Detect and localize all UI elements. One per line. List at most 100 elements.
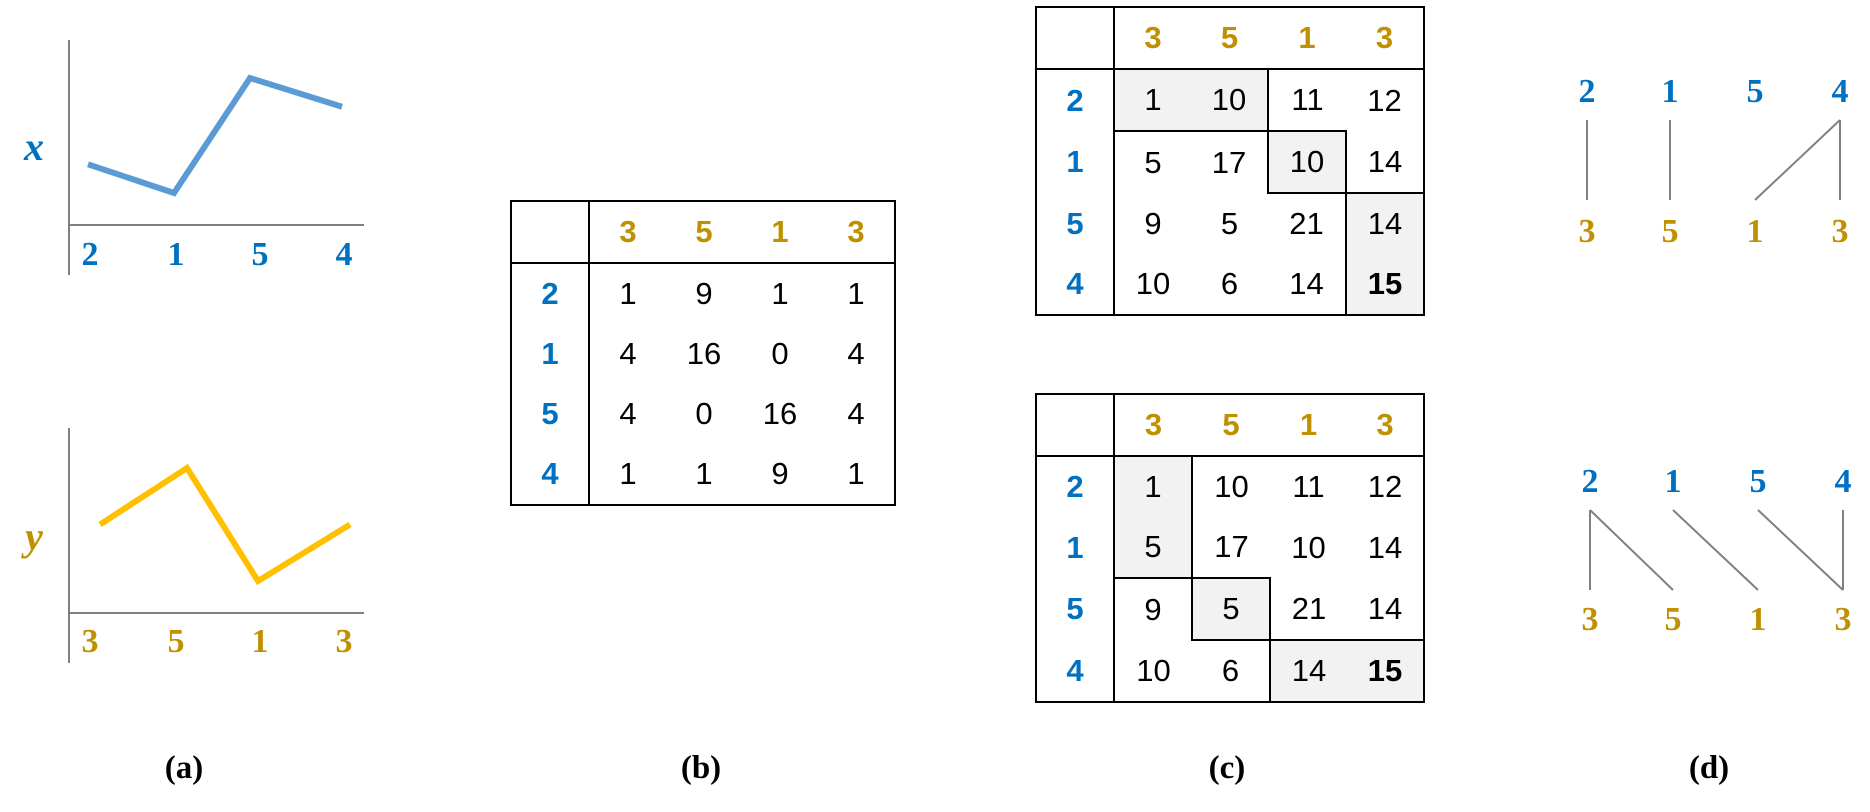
tick-label-y: 3 bbox=[336, 623, 353, 660]
matrix-cell: 4 bbox=[619, 336, 637, 371]
series-label-y: y bbox=[21, 514, 43, 559]
matrix-cell: 1 bbox=[1114, 69, 1191, 132]
alignment-link bbox=[1754, 119, 1841, 201]
row-header: 5 bbox=[1036, 578, 1115, 640]
column-header: 3 bbox=[818, 201, 895, 264]
column-header: 3 bbox=[589, 201, 666, 264]
row-header: 2 bbox=[1036, 456, 1115, 517]
matrix-cell: 1 bbox=[847, 276, 865, 311]
seq-y-label: 3 bbox=[1835, 601, 1852, 638]
matrix-cell: 14 bbox=[1367, 529, 1403, 565]
row-header: 5 bbox=[1036, 193, 1115, 254]
corner-cell bbox=[511, 201, 590, 264]
alignment-link bbox=[1672, 509, 1759, 591]
row-header: 4 bbox=[1036, 640, 1115, 702]
column-header: 1 bbox=[1268, 7, 1346, 70]
series-line-x bbox=[87, 74, 343, 197]
matrix-cell: 14 bbox=[1269, 639, 1347, 702]
tick-label-y: 1 bbox=[252, 623, 269, 660]
tick-label-x: 1 bbox=[168, 236, 185, 273]
row-header: 1 bbox=[1036, 517, 1115, 578]
caption-c: (c) bbox=[1208, 750, 1246, 786]
column-header: 3 bbox=[1346, 7, 1424, 70]
matrix-cell: 14 bbox=[1367, 590, 1403, 626]
row-header: 1 bbox=[1036, 131, 1115, 193]
row-header: 4 bbox=[511, 444, 590, 505]
seq-x-label: 5 bbox=[1747, 73, 1764, 110]
matrix-cell: 9 bbox=[695, 276, 713, 311]
caption-a: (a) bbox=[164, 750, 204, 786]
matrix-cell: 10 bbox=[1291, 529, 1326, 565]
matrix-cell: 14 bbox=[1289, 266, 1324, 301]
corner-cell bbox=[1036, 394, 1115, 457]
matrix-cell: 14 bbox=[1345, 192, 1424, 254]
row-header: 4 bbox=[1036, 254, 1115, 315]
matrix-cell: 4 bbox=[847, 336, 865, 371]
matrix-cell: 15 bbox=[1347, 639, 1424, 702]
seq-x-label: 1 bbox=[1662, 73, 1679, 110]
seq-y-label: 3 bbox=[1579, 213, 1596, 250]
matrix-cell: 10 bbox=[1267, 130, 1347, 194]
seq-x-label: 2 bbox=[1582, 463, 1599, 500]
matrix-cell: 5 bbox=[1191, 577, 1271, 641]
alignment-link bbox=[1757, 509, 1844, 591]
matrix-cell: 9 bbox=[771, 456, 789, 491]
seq-x-label: 1 bbox=[1665, 463, 1682, 500]
series-line-y bbox=[98, 463, 352, 586]
matrix-cell: 11 bbox=[1291, 82, 1324, 117]
matrix-cell: 9 bbox=[1144, 591, 1162, 627]
matrix-cell: 1 bbox=[771, 276, 789, 311]
matrix-cell: 17 bbox=[1214, 529, 1249, 564]
row-header: 2 bbox=[511, 263, 590, 324]
column-header: 3 bbox=[1114, 394, 1192, 457]
column-header: 3 bbox=[1114, 7, 1191, 70]
matrix-cell: 0 bbox=[771, 336, 789, 371]
caption-d: (d) bbox=[1688, 750, 1730, 786]
matrix-cell: 5 bbox=[1114, 517, 1193, 579]
matrix-cell: 16 bbox=[686, 336, 722, 371]
matrix-cell: 6 bbox=[1221, 653, 1240, 688]
matrix-cell: 11 bbox=[1292, 469, 1325, 504]
matrix-cell: 4 bbox=[619, 396, 637, 431]
matrix-cell: 0 bbox=[695, 396, 713, 431]
tick-label-y: 3 bbox=[82, 623, 99, 660]
matrix-cell: 10 bbox=[1191, 69, 1269, 132]
series-label-x: x bbox=[23, 124, 44, 169]
seq-x-label: 4 bbox=[1835, 463, 1852, 500]
column-header: 5 bbox=[666, 201, 742, 264]
matrix-cell: 15 bbox=[1345, 254, 1424, 315]
matrix-cell: 1 bbox=[695, 456, 713, 491]
matrix-cell: 10 bbox=[1135, 266, 1171, 301]
seq-x-label: 4 bbox=[1832, 73, 1849, 110]
column-header: 5 bbox=[1191, 7, 1268, 70]
matrix-cell: 1 bbox=[847, 456, 865, 491]
matrix-cell: 10 bbox=[1136, 652, 1171, 688]
matrix-cell: 21 bbox=[1289, 206, 1324, 241]
column-header: 3 bbox=[1347, 394, 1424, 457]
seq-y-label: 3 bbox=[1582, 601, 1599, 638]
caption-b: (b) bbox=[680, 750, 722, 786]
matrix-cell: 12 bbox=[1367, 469, 1403, 504]
matrix-cell: 1 bbox=[619, 456, 637, 491]
seq-y-label: 5 bbox=[1662, 213, 1679, 250]
seq-x-label: 5 bbox=[1750, 463, 1767, 500]
matrix-cell: 5 bbox=[1144, 144, 1162, 180]
tick-label-x: 2 bbox=[82, 236, 99, 273]
matrix-cell: 4 bbox=[847, 396, 865, 431]
seq-y-label: 5 bbox=[1665, 601, 1682, 638]
